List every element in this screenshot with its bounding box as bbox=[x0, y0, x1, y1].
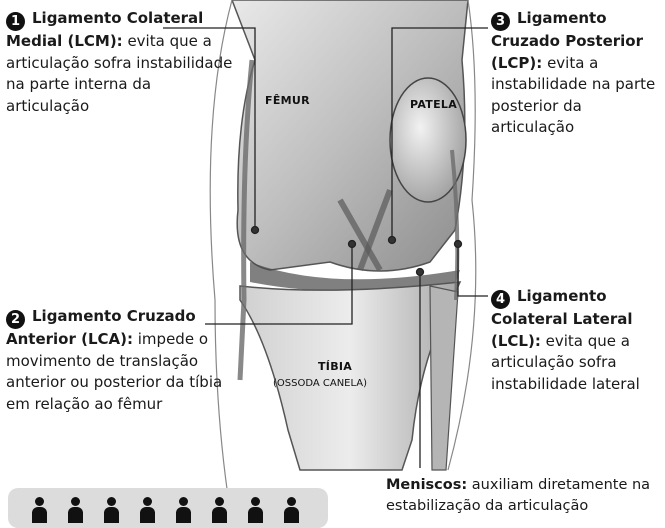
tibia-sub-label: (OSSODA CANELA) bbox=[273, 378, 367, 389]
fibula-bone bbox=[430, 286, 458, 470]
callout-line-lcl bbox=[458, 244, 488, 296]
number-badge-2: 2 bbox=[6, 310, 25, 329]
tibia-label: TÍBIA bbox=[318, 360, 352, 373]
person-silhouette-icon bbox=[210, 497, 230, 527]
person-silhouette-icon bbox=[138, 497, 158, 527]
meniscos-title: Meniscos: bbox=[386, 477, 467, 493]
people-silhouettes-strip bbox=[8, 488, 328, 528]
person-silhouette-icon bbox=[66, 497, 86, 527]
tibia-bone bbox=[240, 282, 460, 470]
person-silhouette-icon bbox=[174, 497, 194, 527]
number-badge-1: 1 bbox=[6, 12, 25, 31]
label-meniscos: Meniscos: auxiliam diretamente na estabi… bbox=[386, 475, 665, 517]
number-badge-3: 3 bbox=[491, 12, 510, 31]
patella-label: PATELA bbox=[410, 98, 457, 111]
person-silhouette-icon bbox=[246, 497, 266, 527]
person-silhouette-icon bbox=[282, 497, 302, 527]
person-silhouette-icon bbox=[30, 497, 50, 527]
femur-label: FÊMUR bbox=[265, 94, 310, 107]
person-silhouette-icon bbox=[102, 497, 122, 527]
number-badge-4: 4 bbox=[491, 290, 510, 309]
